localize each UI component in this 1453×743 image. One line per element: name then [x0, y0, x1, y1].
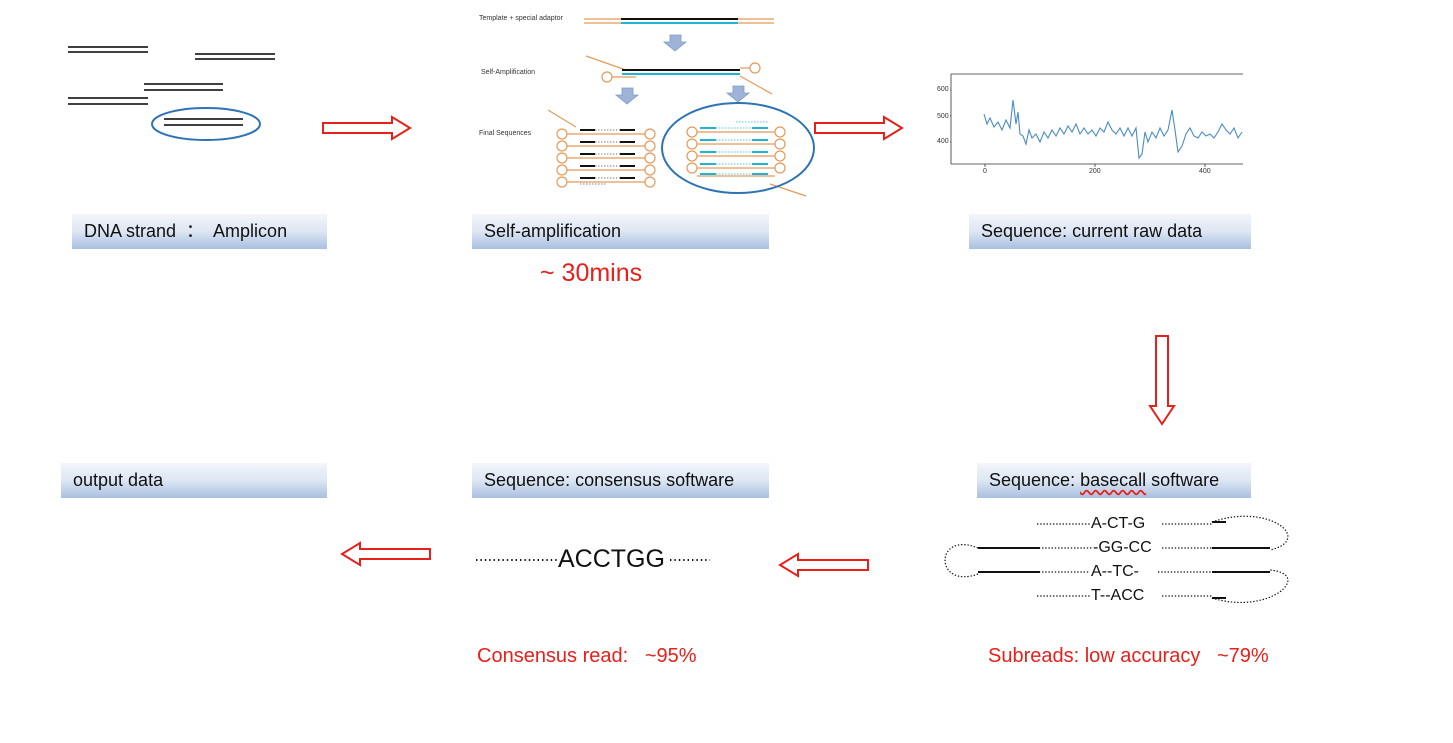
- consensus-accuracy: Consensus read: ~95%: [477, 645, 697, 667]
- figure-row-self-amplification: Self-Amplification: [481, 69, 536, 76]
- subread-line: A--TC-: [1091, 563, 1139, 581]
- x-tick-label: 200: [1089, 168, 1101, 175]
- stage-label-consensus: Sequence: consensus software: [472, 463, 769, 498]
- flow-arrow-left: [778, 552, 869, 578]
- x-tick-label: 400: [1199, 168, 1211, 175]
- y-tick-label: 600: [937, 86, 949, 93]
- stage-label-raw-data: Sequence: current raw data: [969, 214, 1251, 249]
- y-tick-label: 400: [937, 138, 949, 145]
- flow-arrow-left: [340, 541, 431, 567]
- figure-row-template: Template + special adaptor: [479, 15, 563, 22]
- flow-arrow-right: [322, 115, 412, 141]
- basecall-label-keyword: basecall: [1080, 470, 1147, 490]
- stage-label-self-amplification: Self-amplification: [472, 214, 769, 249]
- flow-arrow-down: [1148, 335, 1176, 426]
- consensus-read-sequence: ACCTGG: [558, 545, 665, 573]
- down-arrow-icon: [725, 85, 751, 103]
- stage-label-basecall: Sequence: basecall software: [977, 463, 1251, 498]
- dna-strands-figure: [68, 46, 275, 141]
- subreads-hairpin-figure: [944, 515, 1289, 604]
- stage-label-dna-strand: DNA strand ： Amplicon: [72, 214, 327, 249]
- x-tick-label: 0: [983, 168, 987, 175]
- subread-line: T--ACC: [1091, 587, 1145, 605]
- subread-line: A-CT-G: [1091, 515, 1146, 533]
- flow-arrow-right: [814, 115, 904, 141]
- raw-current-signal-plot: [950, 73, 1243, 167]
- self-amplification-figure: [547, 18, 815, 197]
- basecall-label-prefix: Sequence:: [989, 470, 1081, 490]
- y-tick-label: 500: [937, 113, 949, 120]
- figure-row-final-sequences: Final Sequences: [479, 130, 532, 137]
- subreads-accuracy: Subreads: low accuracy ~79%: [988, 645, 1269, 667]
- basecall-label-suffix: software: [1146, 470, 1220, 490]
- down-arrow-icon: [662, 34, 688, 52]
- consensus-dotted-leader: [476, 559, 710, 561]
- subread-line: -GG-CC: [1093, 539, 1152, 557]
- down-arrow-icon: [614, 87, 640, 105]
- stage-label-output: output data: [61, 463, 327, 498]
- amplification-time: ~ 30mins: [540, 259, 643, 287]
